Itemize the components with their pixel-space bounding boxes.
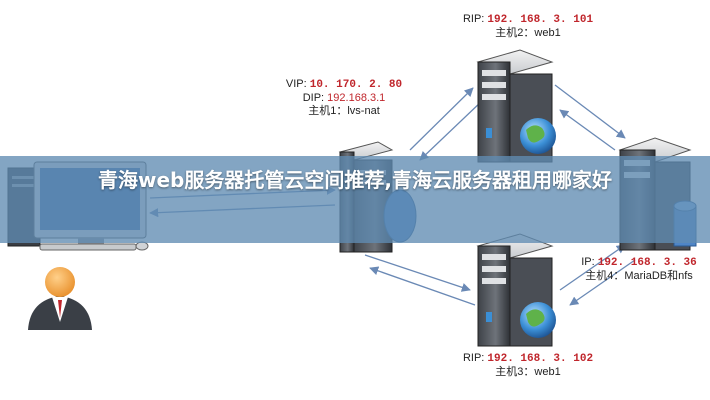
web-server-top-icon	[478, 50, 556, 162]
db-ip-value: 192. 168. 3. 36	[598, 257, 697, 269]
web-bottom-labels: RIP: 192. 168. 3. 102 主机3：web1	[448, 352, 608, 379]
page-title: 青海web服务器托管云空间推荐,青海云服务器租用哪家好	[20, 164, 690, 197]
db-ip-label: IP:	[581, 256, 594, 268]
db-ip-line: IP: 192. 168. 3. 36	[570, 256, 708, 270]
title-banner: 青海web服务器托管云空间推荐,青海云服务器租用哪家好	[0, 156, 710, 243]
lvs-vip-label: VIP:	[286, 78, 307, 90]
lvs-dip-label: DIP:	[303, 92, 324, 104]
web-bottom-rip-label: RIP:	[463, 352, 484, 364]
db-host-label: 主机4：MariaDB和nfs	[570, 270, 708, 283]
lvs-vip-value: 10. 170. 2. 80	[310, 79, 402, 91]
user-icon	[28, 267, 92, 330]
web-top-rip-label: RIP:	[463, 13, 484, 25]
web-top-rip-line: RIP: 192. 168. 3. 101	[448, 13, 608, 27]
lvs-dip-value: 192.168.3.1	[327, 92, 385, 104]
lvs-vip-line: VIP: 10. 170. 2. 80	[278, 78, 410, 92]
web-server-bottom-icon	[478, 234, 556, 346]
arrow-web-top-to-db	[555, 85, 625, 138]
web-top-host-label: 主机2：web1	[448, 27, 608, 40]
web-bottom-host-label: 主机3：web1	[448, 366, 608, 379]
web-top-rip-value: 192. 168. 3. 101	[487, 14, 593, 26]
db-labels: IP: 192. 168. 3. 36 主机4：MariaDB和nfs	[570, 256, 708, 283]
web-bottom-rip-line: RIP: 192. 168. 3. 102	[448, 352, 608, 366]
web-bottom-rip-value: 192. 168. 3. 102	[487, 353, 593, 365]
lvs-host-label: 主机1：lvs-nat	[278, 105, 410, 118]
web-top-labels: RIP: 192. 168. 3. 101 主机2：web1	[448, 13, 608, 40]
arrow-db-to-web-top	[560, 110, 615, 150]
lvs-dip-line: DIP: 192.168.3.1	[278, 92, 410, 105]
lvs-labels: VIP: 10. 170. 2. 80 DIP: 192.168.3.1 主机1…	[278, 78, 410, 118]
